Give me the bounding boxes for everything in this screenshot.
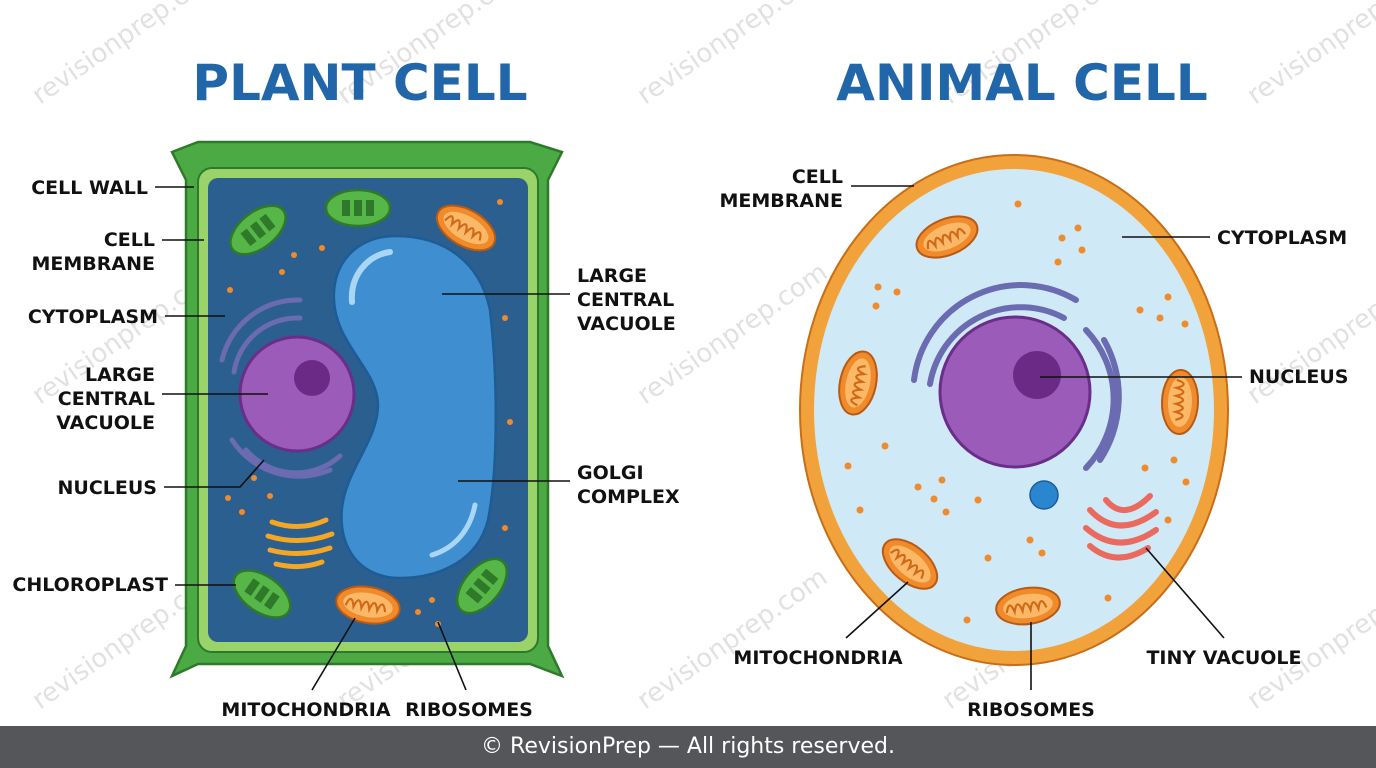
cell-diagram: revisionprep.com revisionprep.com revisi… (12, 0, 1376, 721)
label-vacuole-right-line3: VACUOLE (577, 313, 676, 335)
plant-labels: CELL WALL CELL MEMBRANE CYTOPLASM LARGE … (12, 177, 680, 721)
animal-tiny-vacuole (1029, 480, 1059, 510)
animal-golgi-complex (1083, 493, 1159, 561)
plant-large-central-vacuole (332, 234, 498, 580)
plant-nucleolus (294, 360, 330, 396)
label-animal-nucleus: NUCLEUS (1249, 366, 1348, 388)
label-nucleus: NUCLEUS (58, 477, 157, 499)
plant-golgi-complex (265, 517, 335, 570)
label-mitochondria: MITOCHONDRIA (221, 699, 390, 721)
watermark: revisionprep.com (632, 562, 833, 716)
animal-nucleolus (1013, 351, 1061, 399)
label-cell-wall: CELL WALL (31, 177, 148, 199)
vacuole-highlight (348, 249, 393, 305)
label-golgi-line2: COMPLEX (577, 486, 680, 508)
plant-cell-title: PLANT CELL (192, 54, 527, 112)
plant-ribosomes (225, 199, 513, 627)
watermark: revisionprep.com (632, 0, 833, 111)
label-animal-tiny-vacuole: TINY VACUOLE (1146, 647, 1301, 669)
plant-chloroplast (324, 188, 392, 228)
label-animal-mitochondria: MITOCHONDRIA (733, 647, 902, 669)
label-vacuole-right-line1: LARGE (577, 265, 647, 287)
plant-cell (169, 140, 565, 679)
animal-ribosomes (844, 200, 1190, 624)
label-animal-ribosomes: RIBOSOMES (967, 699, 1095, 721)
label-vacuole-left-line3: VACUOLE (56, 412, 155, 434)
label-cytoplasm: CYTOPLASM (28, 306, 158, 328)
label-vacuole-right-line2: CENTRAL (577, 289, 674, 311)
label-animal-cell-membrane-line2: MEMBRANE (720, 190, 844, 212)
animal-labels: CELL MEMBRANE CYTOPLASM NUCLEUS MITOCHON… (720, 166, 1349, 721)
label-ribosomes: RIBOSOMES (405, 699, 533, 721)
watermark: revisionprep.com (1242, 562, 1376, 716)
copyright-footer: © RevisionPrep — All rights reserved. (0, 726, 1376, 768)
label-vacuole-left-line2: CENTRAL (58, 388, 155, 410)
label-golgi-line1: GOLGI (577, 462, 644, 484)
label-chloroplast: CHLOROPLAST (12, 574, 168, 596)
watermark: revisionprep.com (1242, 0, 1376, 111)
label-cell-membrane-line1: CELL (104, 229, 155, 251)
animal-cell-title: ANIMAL CELL (836, 54, 1207, 112)
label-vacuole-left-line1: LARGE (85, 364, 155, 386)
label-animal-cytoplasm: CYTOPLASM (1217, 227, 1347, 249)
animal-cell (799, 154, 1229, 666)
label-cell-membrane-line2: MEMBRANE (32, 253, 156, 275)
label-animal-cell-membrane-line1: CELL (792, 166, 843, 188)
vacuole-highlight (429, 502, 478, 558)
animal-nucleus (938, 315, 1092, 469)
animal-endoplasmic-reticulum (911, 282, 1122, 471)
plant-endoplasmic-reticulum (219, 297, 343, 479)
